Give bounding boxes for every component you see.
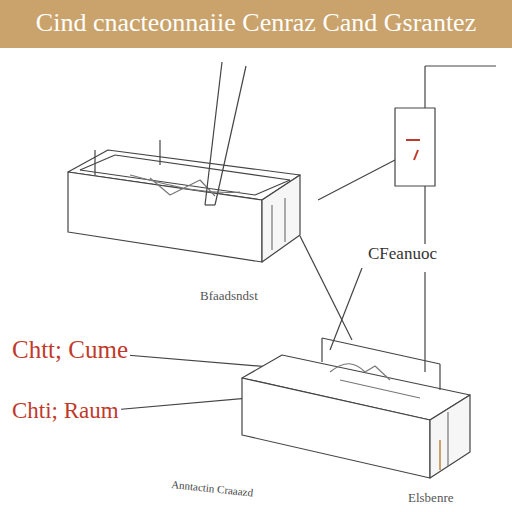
upper-tray <box>68 140 300 262</box>
tray-label: Bfaadsndst <box>200 288 258 304</box>
red-label: Chti; Raum <box>10 398 121 424</box>
title: Cind cnacteonnaiie Cenraz Cand Gsrantez <box>36 8 476 38</box>
meter-label: CFeanuoc <box>366 244 439 264</box>
tray-edge-label: Anntactin Craaazd <box>171 478 254 499</box>
lower-tray <box>242 338 470 478</box>
corner-label: Elsbenre <box>408 490 453 506</box>
pen <box>205 62 246 205</box>
meter <box>318 66 496 250</box>
red-label: Chtt; Cume <box>10 336 130 364</box>
